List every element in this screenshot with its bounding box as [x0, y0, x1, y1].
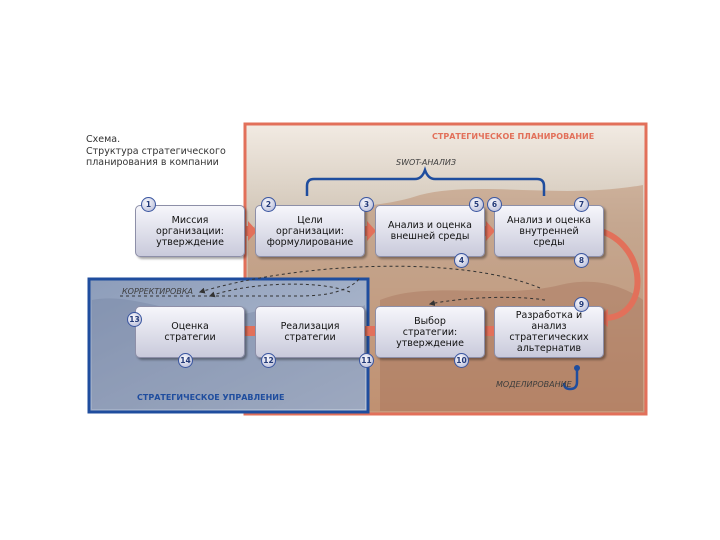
planning-region-title: СТРАТЕГИЧЕСКОЕ ПЛАНИРОВАНИЕ [432, 132, 595, 141]
step-internal-analysis-box: Анализ и оценка внутренней среды [494, 205, 604, 257]
badge-14: 14 [178, 353, 193, 368]
modeling-loop [562, 370, 579, 391]
modeling-loop-dot [574, 365, 580, 371]
step-external-analysis-box: Анализ и оценка внешней среды [375, 205, 485, 257]
badge-11: 11 [359, 353, 374, 368]
badge-2: 2 [261, 197, 276, 212]
swot-brace [305, 166, 546, 196]
badge-12: 12 [261, 353, 276, 368]
caption-line-2: Структура стратегического [86, 145, 226, 157]
curved-arrow-8-to-9 [597, 227, 641, 322]
badge-8: 8 [574, 253, 589, 268]
step-implementation-box: Реализация стратегии [255, 306, 365, 358]
step-strategy-choice-box: Выбор стратегии: утверждение [375, 306, 485, 358]
caption-line-1: Схема. [86, 134, 121, 145]
figure-caption: Схема. Структура стратегического планиро… [86, 134, 236, 169]
badge-10: 10 [454, 353, 469, 368]
caption-line-3: планирования в компании [86, 157, 219, 168]
badge-6: 6 [487, 197, 502, 212]
badge-7: 7 [574, 197, 589, 212]
correction-label: КОРРЕКТИРОВКА [122, 287, 193, 296]
badge-9: 9 [574, 297, 589, 312]
badge-3: 3 [359, 197, 374, 212]
badge-1: 1 [141, 197, 156, 212]
badge-13: 13 [127, 312, 142, 327]
dashed-feedback-1 [198, 265, 541, 294]
badge-5: 5 [469, 197, 484, 212]
swot-label: SWOT-АНАЛИЗ [396, 158, 457, 167]
dashed-feedback-3 [428, 296, 546, 307]
modeling-label: МОДЕЛИРОВАНИЕ [496, 380, 572, 389]
step-goals-box: Цели организации: формулирование [255, 205, 365, 257]
dashed-feedback-2 [208, 283, 351, 298]
step-mission-box: Миссия организации: утверждение [135, 205, 245, 257]
step-evaluation-box: Оценка стратегии [135, 306, 245, 358]
step-alternatives-box: Разработка и анализ стратегических альте… [494, 306, 604, 358]
dashed-correction-line [120, 277, 361, 297]
badge-4: 4 [454, 253, 469, 268]
management-region-title: СТРАТЕГИЧЕСКОЕ УПРАВЛЕНИЕ [137, 393, 285, 402]
